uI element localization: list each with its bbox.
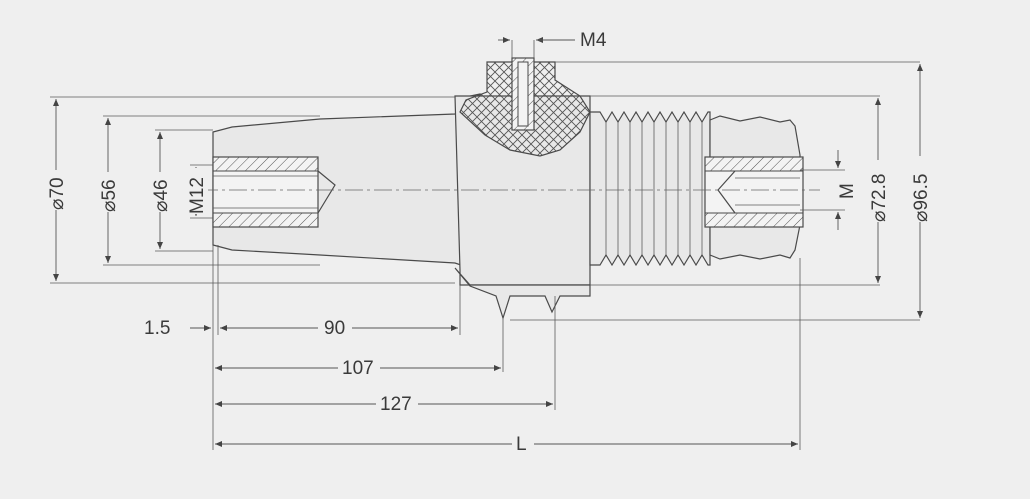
label-90: 90 (324, 318, 345, 339)
label-d96-5: ⌀96.5 (911, 174, 932, 222)
extension-lines (50, 40, 920, 450)
label-l: L (516, 434, 527, 455)
label-m: M (837, 183, 858, 199)
label-1-5: 1.5 (144, 318, 170, 339)
bushing-outline (212, 93, 801, 320)
left-threaded-hole (212, 156, 336, 228)
label-d70: ⌀70 (47, 177, 68, 210)
right-threaded-hole (704, 156, 804, 228)
label-m12: M12 (187, 177, 208, 214)
label-107: 107 (342, 358, 374, 379)
label-d72-8: ⌀72.8 (869, 174, 890, 222)
label-d56: ⌀56 (99, 179, 120, 212)
dimension-labels: M4 ⌀70 ⌀56 ⌀46 M12 M ⌀72.8 ⌀96.5 1.5 90 … (44, 30, 932, 455)
label-127: 127 (380, 394, 412, 415)
label-m4: M4 (580, 30, 607, 51)
label-d46: ⌀46 (151, 179, 172, 212)
top-boss-section (459, 57, 591, 157)
